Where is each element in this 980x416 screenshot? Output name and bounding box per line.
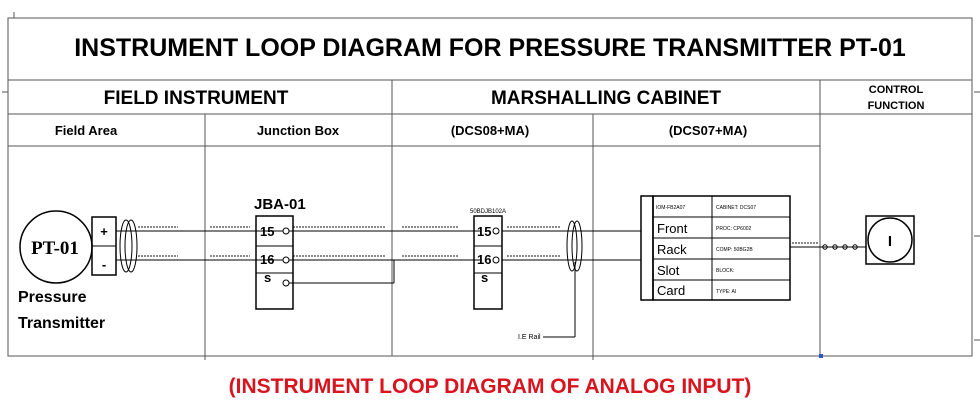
section-field-instrument: FIELD INSTRUMENT bbox=[104, 88, 289, 109]
diagram-caption: (INSTRUMENT LOOP DIAGRAM OF ANALOG INPUT… bbox=[229, 375, 752, 398]
transmitter-label-line1: Pressure bbox=[18, 289, 87, 306]
junction-box-terminal-strip bbox=[255, 215, 294, 310]
transmitter-label-line2: Transmitter bbox=[18, 315, 105, 332]
control-function-symbol: I bbox=[865, 215, 915, 265]
mt-terminal-s: s bbox=[481, 270, 488, 285]
marshalling-terminal-tag: 50BDJB102A bbox=[470, 209, 506, 215]
io-card-row-rack-value: COMP: 50BG2B bbox=[716, 247, 753, 253]
wire-label-marks bbox=[138, 226, 818, 257]
io-card-header-left: IOM-FB2A07 bbox=[656, 205, 685, 211]
jb-terminal-16: 16 bbox=[260, 252, 274, 267]
pressure-transmitter: PT-01 + - Pressure Transmitter bbox=[18, 210, 117, 332]
io-card-row-front-label: Front bbox=[657, 221, 688, 236]
transmitter-plus: + bbox=[100, 224, 108, 239]
diagram-title: INSTRUMENT LOOP DIAGRAM FOR PRESSURE TRA… bbox=[74, 34, 906, 62]
jb-terminal-s: s bbox=[264, 270, 271, 285]
marshalling-terminal: 50BDJB102A 15 16 s I.E Rail bbox=[470, 209, 541, 341]
mt-terminal-15: 15 bbox=[477, 224, 491, 239]
io-card-row-slot-label: Slot bbox=[657, 263, 680, 278]
junction-box-name: JBA-01 bbox=[254, 196, 306, 213]
io-card-row-card-label: Card bbox=[657, 283, 685, 298]
io-card-row-rack-label: Rack bbox=[657, 242, 687, 257]
transmitter-tag: PT-01 bbox=[31, 238, 79, 259]
section-control-function-line2: FUNCTION bbox=[868, 100, 925, 112]
ie-rail-label: I.E Rail bbox=[518, 334, 541, 341]
junction-box-jba01: JBA-01 15 16 s bbox=[254, 196, 306, 310]
transmitter-minus: - bbox=[102, 257, 106, 272]
control-function-letter: I bbox=[888, 233, 892, 250]
io-card: IOM-FB2A07 CABINET: DCS07 Front PROC: CP… bbox=[640, 195, 791, 301]
mt-terminal-16: 16 bbox=[477, 252, 491, 267]
signal-cables bbox=[116, 219, 866, 338]
io-card-row-card-value: TYPE: AI bbox=[716, 289, 736, 295]
jb-terminal-15: 15 bbox=[260, 224, 274, 239]
subheader-cabinet-dcs07: (DCS07+MA) bbox=[669, 123, 747, 138]
subheader-junction-box: Junction Box bbox=[257, 123, 340, 138]
subheader-field-area: Field Area bbox=[55, 123, 118, 138]
section-marshalling-cabinet: MARSHALLING CABINET bbox=[491, 88, 721, 109]
io-card-row-front-value: PROC: CP6002 bbox=[716, 226, 752, 232]
subheader-cabinet-dcs08: (DCS08+MA) bbox=[451, 123, 529, 138]
marshalling-terminal-strip bbox=[473, 215, 503, 310]
diagram-frame bbox=[2, 12, 980, 357]
section-control-function-line1: CONTROL bbox=[869, 84, 924, 96]
io-card-header-right: CABINET: DCS07 bbox=[716, 205, 756, 211]
io-card-row-slot-value: BLOCK: bbox=[716, 268, 734, 274]
